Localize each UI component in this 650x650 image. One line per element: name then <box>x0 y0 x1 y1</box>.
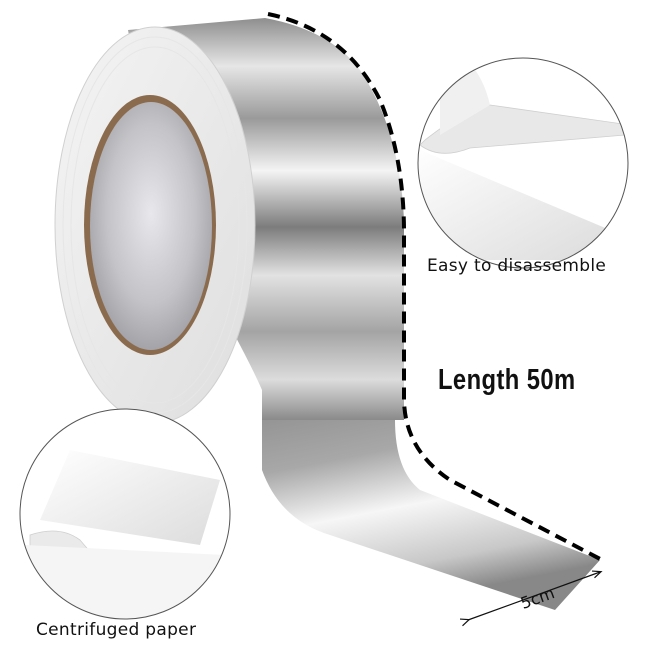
callout-easy-disassemble <box>418 58 628 268</box>
tape-strip <box>262 390 600 610</box>
callout-centrifuged-paper <box>20 409 230 619</box>
easy-to-disassemble-label: Easy to disassemble <box>427 256 607 276</box>
length-label: Length 50m <box>438 364 576 396</box>
centrifuged-paper-label: Centrifuged paper <box>36 620 197 640</box>
core-inner <box>90 102 212 350</box>
width-arrow <box>468 572 600 620</box>
length-dashed-line <box>267 12 603 562</box>
